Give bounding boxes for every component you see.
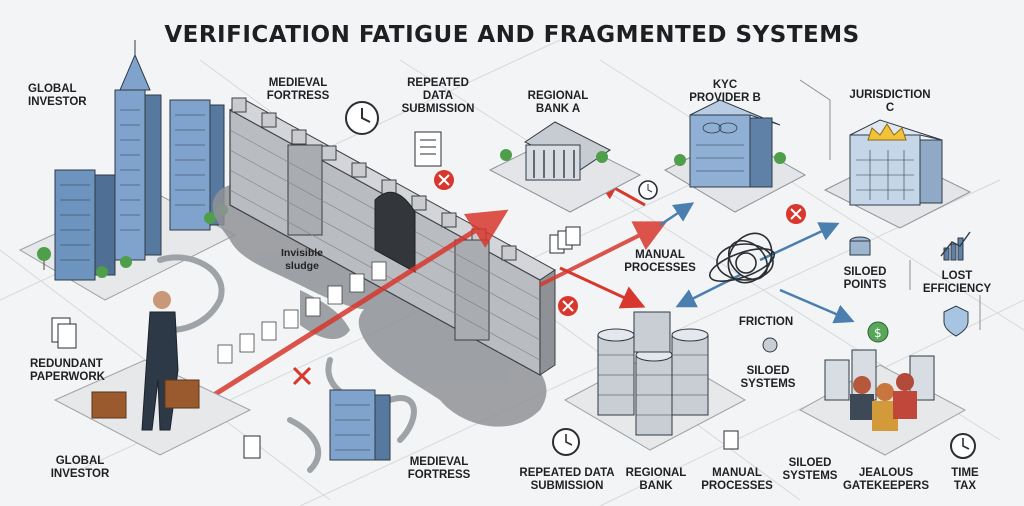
label-manual-processes-mid: MANUAL PROCESSES <box>610 249 710 275</box>
clock-icon <box>639 181 657 199</box>
regional-bank-a-building <box>490 122 640 212</box>
label-friction: FRICTION <box>726 316 806 329</box>
label-global-investor-bottom: GLOBAL INVESTOR <box>40 455 120 481</box>
document-icon <box>244 436 260 458</box>
bar-chart-icon <box>941 232 970 260</box>
document-icon <box>724 431 738 449</box>
dollar-coin-icon: $ <box>868 322 888 342</box>
database-icon <box>850 237 870 255</box>
page-title: VERIFICATION FATIGUE AND FRAGMENTED SYST… <box>0 22 1024 48</box>
label-repeated-data-bottom: REPEATED DATA SUBMISSION <box>512 467 622 493</box>
kyc-provider-b-building <box>665 100 805 212</box>
label-time-tax: TIME TAX <box>935 467 995 493</box>
label-lost-efficiency: LOST EFFICIENCY <box>912 270 1002 296</box>
shield-icon <box>944 306 968 336</box>
gatekeepers-group: $ <box>800 322 965 455</box>
svg-text:$: $ <box>874 326 882 340</box>
document-icon <box>415 132 441 166</box>
document-icon <box>52 318 76 348</box>
tangle-icon <box>706 225 780 290</box>
label-invisible-sludge: Invisible sludge <box>262 247 342 273</box>
clock-icon <box>553 429 579 455</box>
label-siloed-systems-mid: SILOED SYSTEMS <box>728 365 808 391</box>
label-repeated-data-top: REPEATED DATA SUBMISSION <box>383 77 493 116</box>
x-mark-icon <box>558 296 578 316</box>
clock-icon <box>951 434 975 458</box>
label-kyc-provider-b: KYC PROVIDER B <box>680 79 770 105</box>
label-regional-bank-bottom: REGIONAL BANK <box>616 467 696 493</box>
clock-icon <box>346 102 378 134</box>
x-mark-icon <box>434 170 454 190</box>
database-cluster <box>565 312 745 450</box>
label-medieval-fortress-bottom: MEDIEVAL FORTRESS <box>384 456 494 482</box>
x-mark-icon <box>294 368 310 384</box>
x-mark-icon <box>786 204 806 224</box>
document-icon <box>550 227 580 253</box>
label-siloed-points: SILOED POINTS <box>825 266 905 292</box>
label-jurisdiction-c: JURISDICTION C <box>835 89 945 115</box>
label-redundant-paperwork: REDUNDANT PAPERWORK <box>30 358 105 384</box>
label-medieval-fortress-top: MEDIEVAL FORTRESS <box>248 77 348 103</box>
friction-gear-icon <box>763 338 777 352</box>
jurisdiction-c-building <box>825 120 970 228</box>
small-office-building <box>330 390 390 460</box>
label-global-investor-top: GLOBAL INVESTOR <box>28 83 87 109</box>
label-manual-processes-bottom: MANUAL PROCESSES <box>692 467 782 493</box>
label-jealous-gatekeepers: JEALOUS GATEKEEPERS <box>836 467 936 493</box>
label-regional-bank-a: REGIONAL BANK A <box>518 90 598 116</box>
